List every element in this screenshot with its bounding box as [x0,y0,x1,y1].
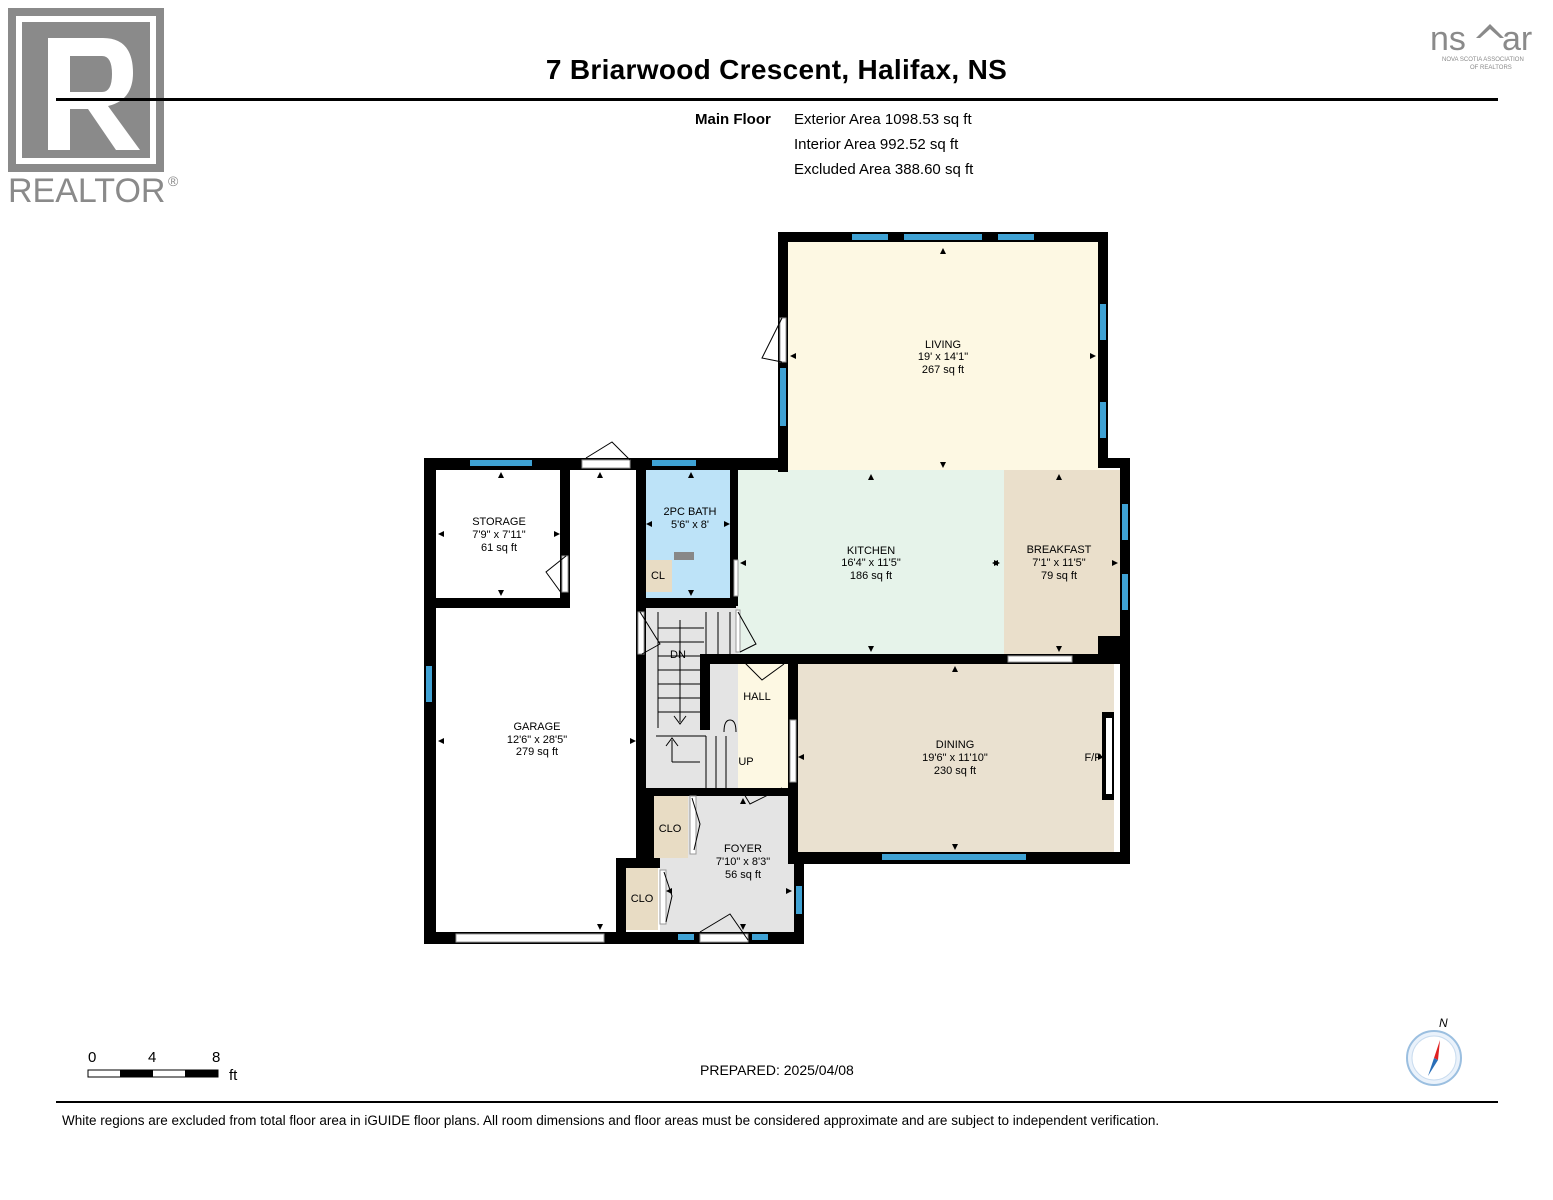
scale-tick-0: 0 [88,1049,96,1066]
breakfast-dims: 7'1" x 11'5" [1032,557,1085,569]
scale-tick-8: 8 [212,1049,220,1066]
svg-text:ns: ns [1430,20,1466,58]
stairs-down-label: DN [670,649,686,661]
floor-label: Main Floor [695,111,771,128]
bath-name: 2PC BATH [664,506,717,518]
living-name: LIVING [925,339,961,351]
dining-dims: 19'6" x 11'10" [922,752,988,764]
garage-area: 279 sq ft [516,746,558,758]
kitchen-room [738,470,1004,658]
scale-tick-4: 4 [148,1049,156,1066]
door-swings [545,317,785,941]
fireplace [1106,718,1112,794]
svg-text:OF REALTORS: OF REALTORS [1470,65,1512,71]
living-area: 267 sq ft [922,364,964,376]
disclaimer-text: White regions are excluded from total fl… [62,1113,1160,1128]
storage-area: 61 sq ft [481,542,517,554]
nsar-logo: ns ar NOVA SCOTIA ASSOCIATION OF REALTOR… [1430,20,1532,71]
exterior-area: Exterior Area 1098.53 sq ft [794,111,972,128]
compass-north-label: N [1439,1016,1448,1030]
excluded-area: Excluded Area 388.60 sq ft [794,161,974,178]
closet-label-bath: CL [651,570,665,582]
closet-label-2: CLO [631,893,654,905]
breakfast-name: BREAKFAST [1027,544,1092,556]
garage-name: GARAGE [513,721,560,733]
scale-bar: 0 4 8 ft [87,1049,238,1084]
bath-closet [644,560,672,592]
closet-1 [654,796,688,858]
openings [455,317,1073,943]
kitchen-name: KITCHEN [847,545,895,557]
toilet-icon [723,719,737,733]
windows [426,234,1128,940]
dining-area: 230 sq ft [934,765,976,777]
title-divider [56,98,1498,101]
stairs-area [644,606,738,792]
page-title: 7 Briarwood Crescent, Halifax, NS [545,54,1008,85]
fireplace-label: F/P [1084,752,1101,764]
garage-dims: 12'6" x 28'5" [507,734,567,746]
footer-divider [56,1101,1498,1103]
dimension-arrows [438,248,1118,930]
storage-name: STORAGE [472,516,526,528]
svg-text:ar: ar [1502,20,1532,58]
living-dims: 19' x 14'1" [918,351,968,363]
compass-icon: N [1406,1016,1462,1086]
svg-text:®: ® [168,173,179,189]
living-room [786,240,1100,472]
kitchen-area: 186 sq ft [850,570,892,582]
stairs-up-label: UP [738,756,753,768]
stair-treads [656,612,731,788]
sink-icon [674,552,694,560]
foyer-name: FOYER [724,843,762,855]
breakfast-room [1004,470,1120,658]
dining-name: DINING [936,739,975,751]
closet-2 [624,866,658,930]
foyer-area: 56 sq ft [725,869,761,881]
realtor-logo: REALTOR ® [8,8,179,210]
prepared-date: PREPARED: 2025/04/08 [700,1062,854,1078]
breakfast-area: 79 sq ft [1041,570,1077,582]
realtor-logo-text: REALTOR [8,172,165,210]
closet-label-1: CLO [659,823,682,835]
scale-unit: ft [229,1067,238,1084]
bath-dims: 5'6" x 8' [671,519,709,531]
dining-room [796,662,1114,852]
foyer-dims: 7'10" x 8'3" [716,856,770,868]
kitchen-dims: 16'4" x 11'5" [841,557,901,569]
svg-text:NOVA SCOTIA ASSOCIATION: NOVA SCOTIA ASSOCIATION [1442,57,1524,63]
storage-dims: 7'9" x 7'11" [472,529,525,541]
interior-area: Interior Area 992.52 sq ft [794,136,959,153]
hall-name: HALL [743,691,771,703]
